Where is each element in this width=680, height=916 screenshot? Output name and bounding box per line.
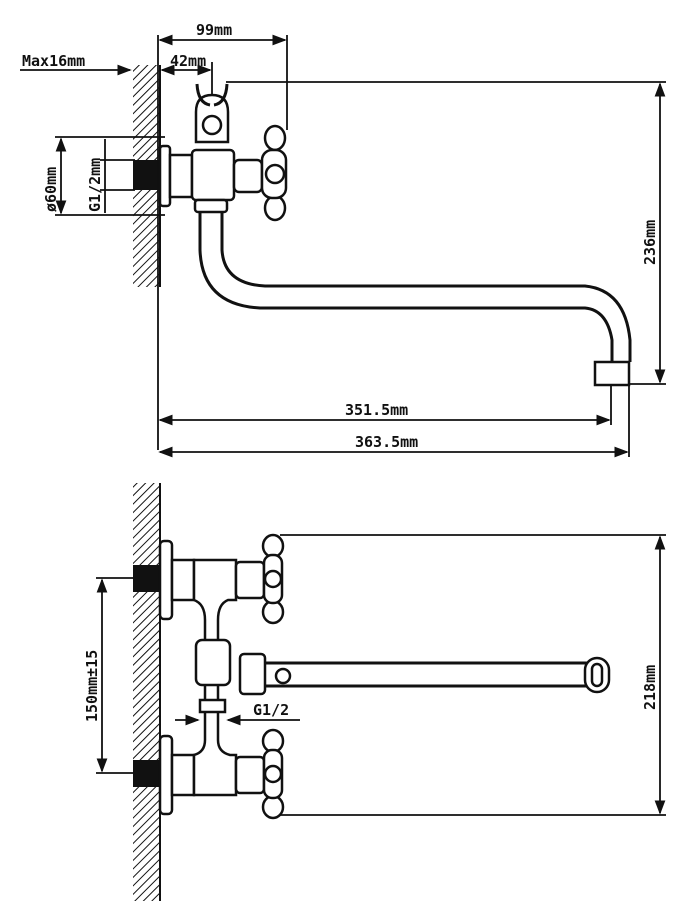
dim-150mm: 150mm±15 (83, 650, 101, 722)
dim-g12mm: G1/2mm (86, 158, 104, 212)
wall-fitting-lower (133, 760, 160, 787)
handle-lower (261, 728, 285, 820)
wall-fitting-upper (133, 565, 160, 592)
dim-351-5mm: 351.5mm (345, 401, 408, 419)
dim-236mm: 236mm (641, 220, 659, 265)
dim-g12: G1/2 (253, 701, 289, 719)
wall (133, 483, 160, 901)
dim-max16mm: Max16mm (22, 52, 85, 70)
dim-363-5mm: 363.5mm (355, 433, 418, 451)
handle-upper (261, 533, 285, 625)
wall-fitting (133, 160, 160, 190)
dim-60mm: ø60mm (42, 167, 60, 212)
dim-218mm: 218mm (641, 665, 659, 710)
dim-42mm: 42mm (170, 52, 206, 70)
spout (198, 212, 614, 362)
dim-99mm: 99mm (196, 21, 232, 39)
side-view: 99mm Max16mm 42mm ø60mm G1/2mm 236mm 351… (20, 21, 666, 458)
top-view: 218mm 150mm±15 G1/2 (83, 483, 666, 901)
